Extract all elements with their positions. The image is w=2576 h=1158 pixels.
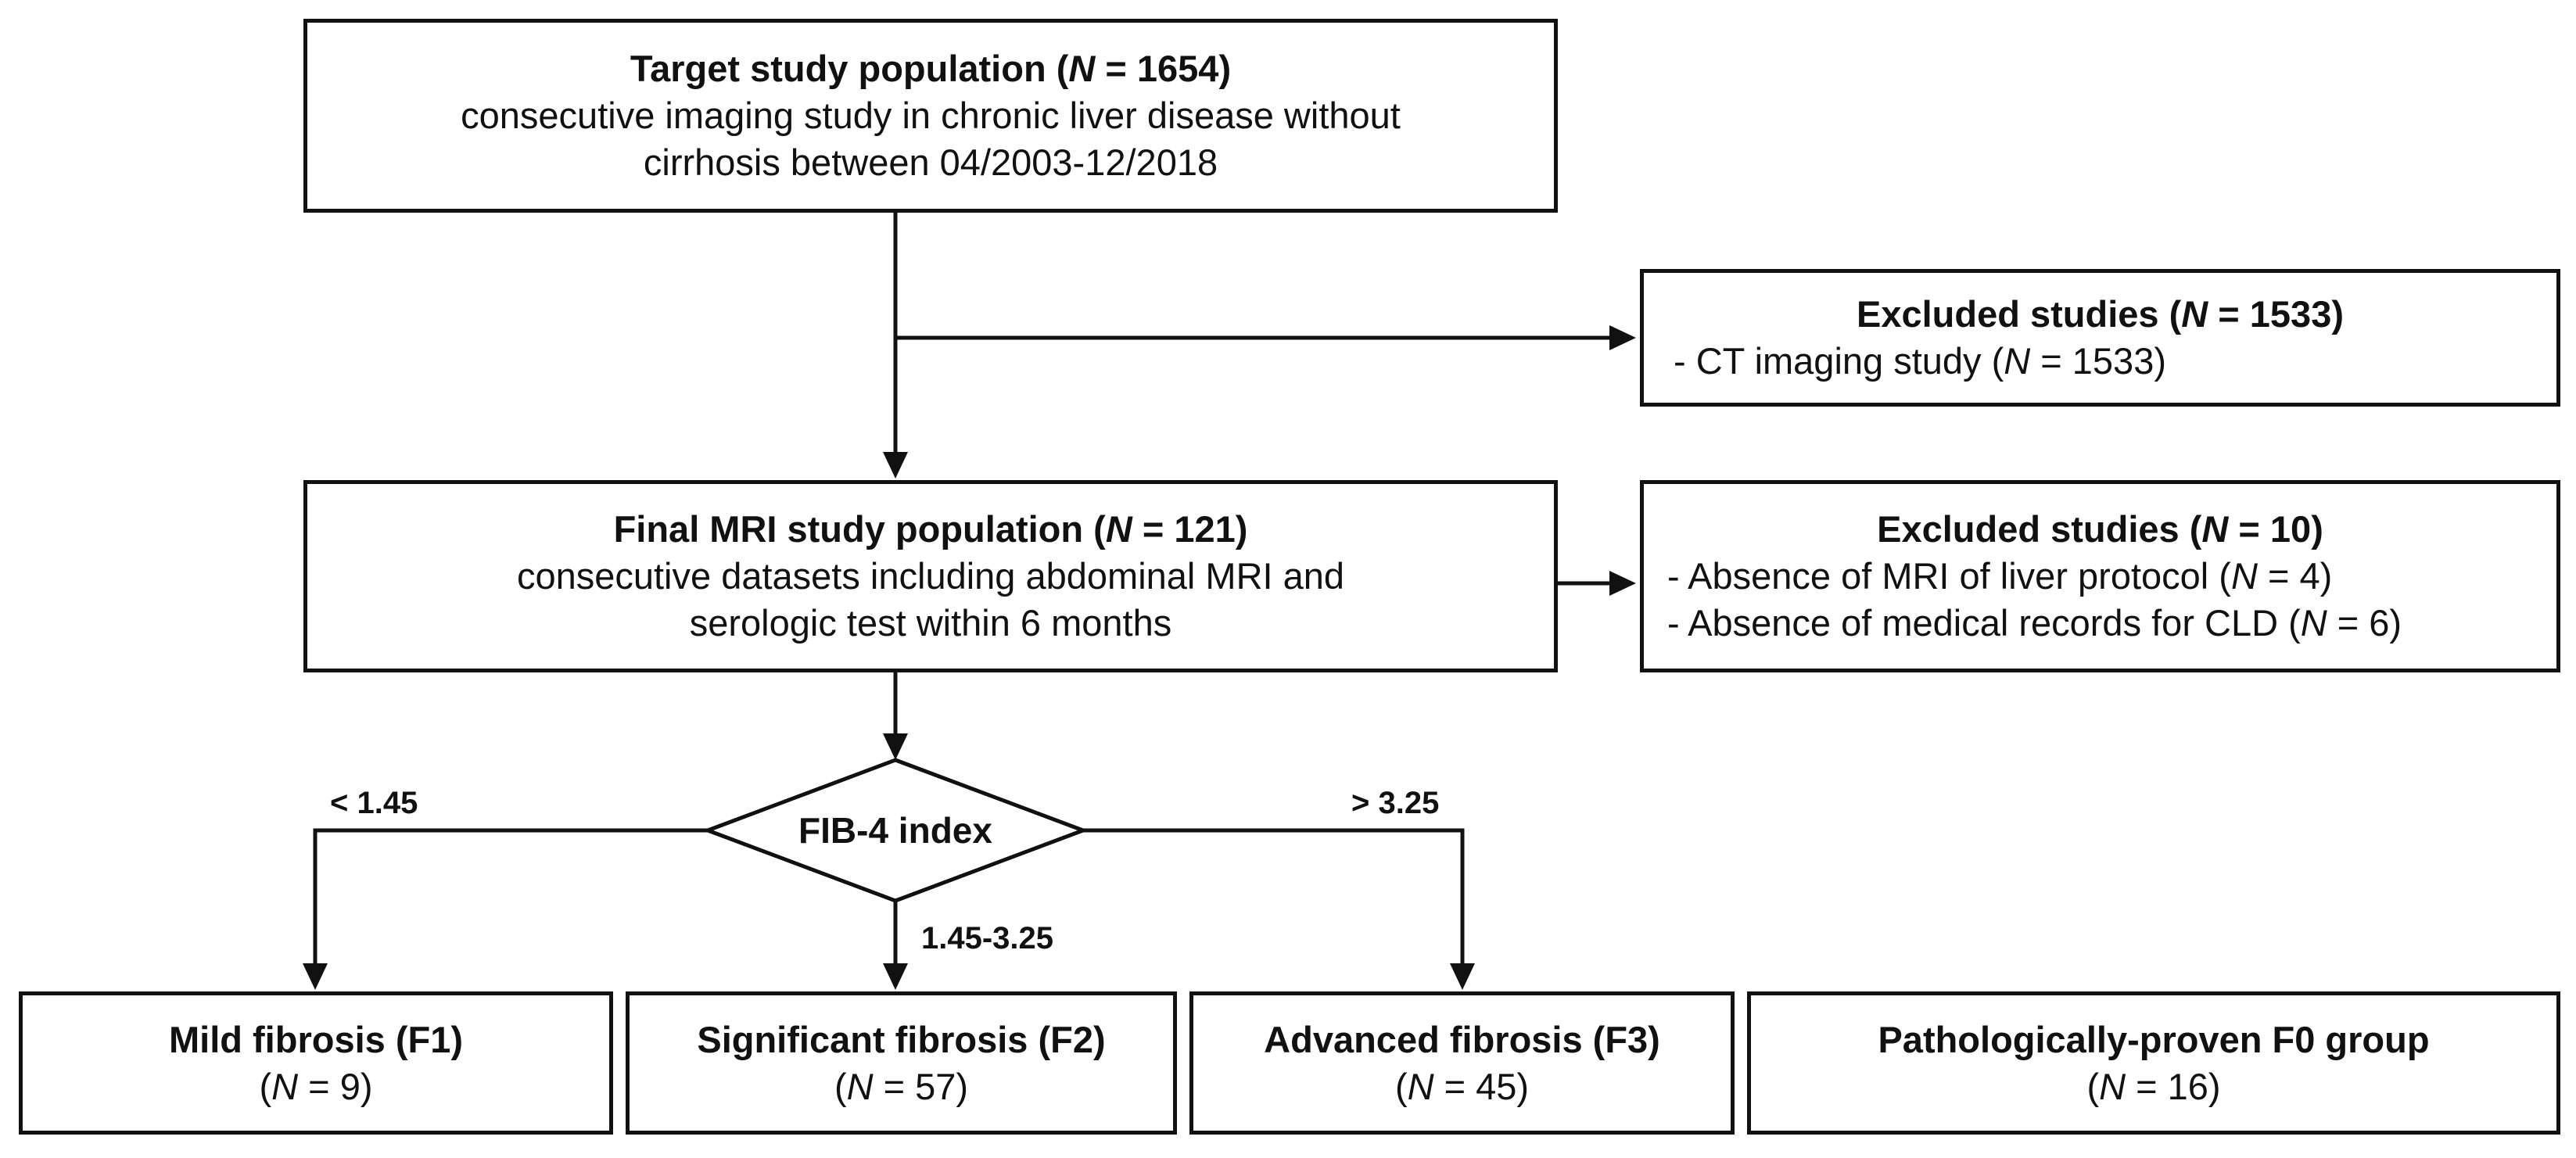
group-count-f1: (N = 9)	[259, 1065, 373, 1107]
excluded-mri-box: Excluded studies (N = 10) - Absence of M…	[1640, 480, 2560, 672]
excluded-mri-item-1: - Absence of MRI of liver protocol (N = …	[1667, 555, 2333, 597]
arrowhead-excluded-mri	[1609, 571, 1636, 596]
group-count-f3: (N = 45)	[1394, 1065, 1530, 1107]
arrowhead-decision	[883, 733, 908, 760]
target-population-desc-2: cirrhosis between 04/2003-12/2018	[643, 142, 1218, 183]
excluded-ct-title: Excluded studies (N = 1533)	[1856, 293, 2344, 335]
final-population-desc-2: serologic test within 6 months	[689, 602, 1172, 644]
group-box-f1: Mild fibrosis (F1) (N = 9)	[19, 991, 613, 1135]
excluded-ct-box: Excluded studies (N = 1533) - CT imaging…	[1640, 269, 2560, 407]
final-population-desc-1: consecutive datasets including abdominal…	[516, 555, 1345, 597]
final-population-title: Final MRI study population (N = 121)	[613, 508, 1248, 550]
group-title-f2: Significant fibrosis (F2)	[697, 1018, 1106, 1060]
group-box-f2: Significant fibrosis (F2) (N = 57)	[626, 991, 1177, 1135]
branch-label-low: < 1.45	[330, 786, 418, 820]
group-title-f3: Advanced fibrosis (F3)	[1264, 1018, 1660, 1060]
arrowhead-f1	[303, 963, 328, 990]
excluded-mri-title: Excluded studies (N = 10)	[1877, 508, 2323, 550]
group-title-f0: Pathologically-proven F0 group	[1878, 1018, 2430, 1060]
decision-label: FIB-4 index	[798, 810, 992, 851]
target-population-box: Target study population (N = 1654) conse…	[303, 19, 1558, 213]
arrow-to-f1	[313, 828, 708, 966]
group-box-f0: Pathologically-proven F0 group (N = 16)	[1747, 991, 2560, 1135]
group-box-f3: Advanced fibrosis (F3) (N = 45)	[1189, 991, 1735, 1135]
target-population-title: Target study population (N = 1654)	[630, 48, 1232, 89]
arrowhead-final	[883, 452, 908, 479]
branch-label-mid: 1.45-3.25	[921, 921, 1054, 955]
arrowhead-f3	[1450, 963, 1475, 990]
arrowhead-excluded-ct	[1609, 325, 1636, 350]
group-count-f2: (N = 57)	[834, 1065, 969, 1107]
arrow-to-f3	[1083, 828, 1465, 966]
branch-label-high: > 3.25	[1351, 786, 1440, 820]
group-count-f0: (N = 16)	[2086, 1065, 2221, 1107]
excluded-ct-item: - CT imaging study (N = 1533)	[1674, 340, 2166, 382]
final-population-box: Final MRI study population (N = 121) con…	[303, 480, 1558, 672]
target-population-desc-1: consecutive imaging study in chronic liv…	[461, 95, 1401, 136]
excluded-mri-item-2: - Absence of medical records for CLD (N …	[1667, 602, 2402, 644]
group-title-f1: Mild fibrosis (F1)	[169, 1018, 463, 1060]
arrowhead-f2	[883, 963, 908, 990]
